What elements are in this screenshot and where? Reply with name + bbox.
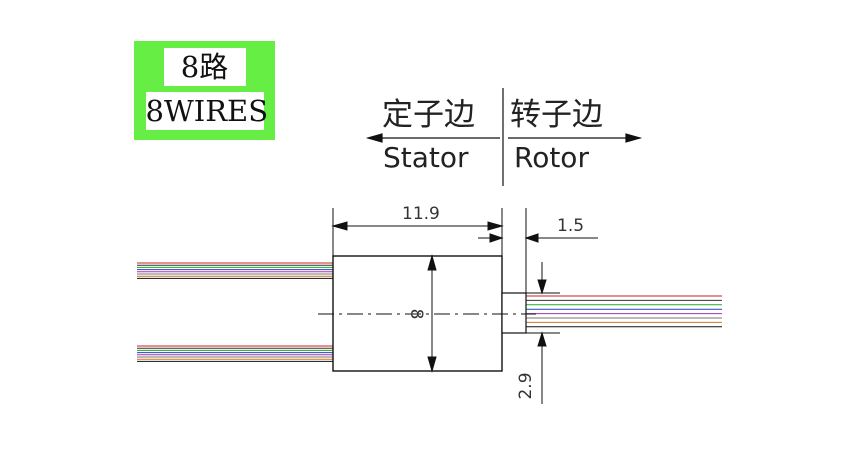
dim-shaft-diameter-label: 2.9 [516, 372, 536, 399]
dim-body-length-label: 11.9 [402, 204, 440, 224]
stator-wire-bundle-upper [137, 262, 333, 279]
stator-label-en: Stator [383, 141, 469, 174]
dim-body-diameter [427, 254, 437, 373]
side-arrows [365, 88, 643, 186]
wire-count-badge: 8路 8WIRES [134, 41, 275, 140]
rotor-label-en: Rotor [514, 141, 589, 174]
dim-shaft-diameter [537, 262, 547, 404]
stator-label-cn: 定子边 [382, 97, 475, 133]
dim-body-diameter-label: 8 [406, 309, 426, 320]
rotor-shaft [501, 292, 527, 334]
dim-body-length [331, 208, 504, 256]
rotor-label-cn: 转子边 [510, 97, 603, 133]
dim-shaft-length-label: 1.5 [557, 216, 584, 236]
dim-shaft-length [478, 208, 598, 293]
badge-wire-count: 8WIRES [145, 92, 269, 130]
rotor-collar [526, 292, 560, 334]
badge-channel-count: 8路 [163, 48, 246, 86]
rotor-wire-bundle [526, 295, 722, 328]
stator-wire-bundle-lower [137, 345, 333, 362]
